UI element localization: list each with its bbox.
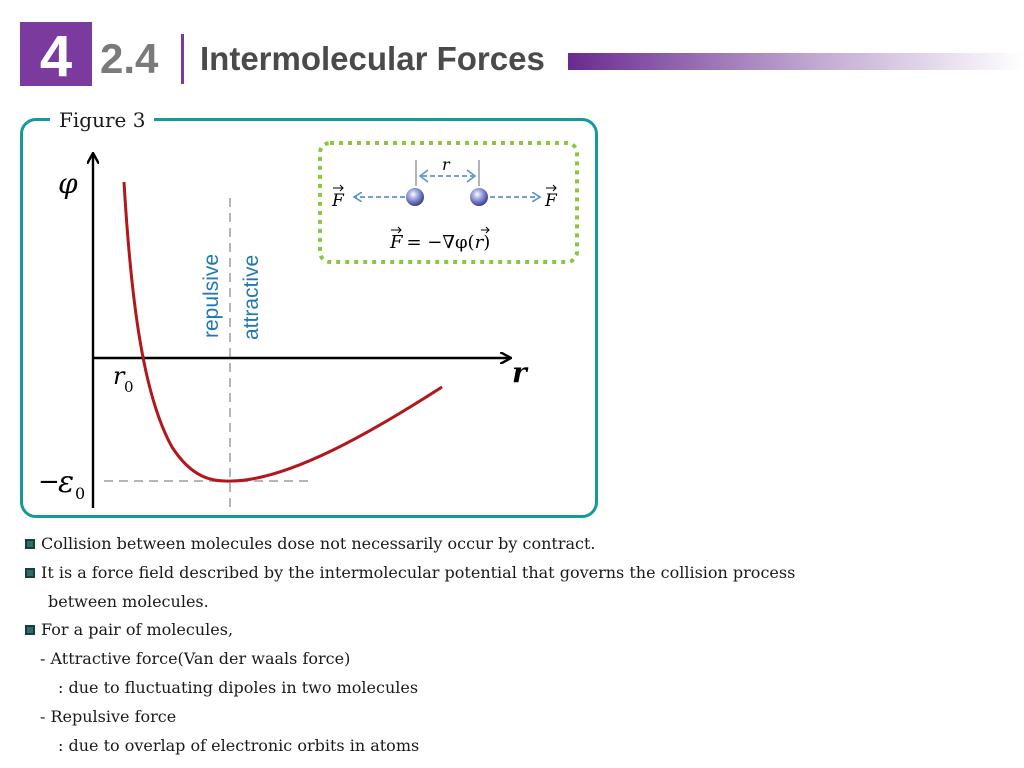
bullet-square-icon <box>25 539 35 549</box>
sub-item-detail: : due to fluctuating dipoles in two mole… <box>22 674 1002 703</box>
equation-vector-mark-r <box>481 226 490 234</box>
epsilon-subscript: 0 <box>75 484 85 503</box>
sub-item-detail-text: : due to fluctuating dipoles in two mole… <box>58 677 419 697</box>
epsilon-label: ε <box>58 465 74 500</box>
force-label-right: F <box>544 191 558 211</box>
figure-label: Figure 3 <box>50 107 155 133</box>
sub-item-detail: : due to overlap of electronic orbits in… <box>22 732 1002 761</box>
force-equation: F= −∇φ(r) <box>389 232 490 253</box>
bullet-continuation: between molecules. <box>22 588 1002 617</box>
molecule-right <box>470 188 488 206</box>
sub-item: - Attractive force(Van der waals force) <box>22 645 1002 674</box>
axis-x-label: r <box>512 356 529 389</box>
bullet-item: Collision between molecules dose not nec… <box>22 530 1002 559</box>
epsilon-minus: − <box>38 467 60 497</box>
sub-item-detail-text: : due to overlap of electronic orbits in… <box>58 735 420 755</box>
sub-item-text: - Attractive force(Van der waals force) <box>40 649 351 669</box>
inset-r-arrow-right <box>466 169 477 183</box>
force-label-left: F <box>331 191 345 211</box>
section-divider <box>181 34 184 84</box>
inset-r-label: r <box>442 155 451 174</box>
inset-frame <box>318 141 579 264</box>
bullet-text: between molecules. <box>48 591 209 611</box>
axis-y-label: φ <box>58 167 78 200</box>
force-vector-mark-right <box>546 184 557 192</box>
title-gradient-bar <box>568 53 1024 70</box>
force-vector-mark-left <box>333 184 344 192</box>
bullet-text: For a pair of molecules, <box>41 620 234 640</box>
potential-curve <box>122 181 443 483</box>
inset-r-arrow-left <box>418 169 429 183</box>
attractive-label: attractive <box>240 255 263 340</box>
equation-vector-mark-f <box>391 226 402 234</box>
bullet-list: Collision between molecules dose not nec… <box>22 530 1002 760</box>
bullet-item: For a pair of molecules, <box>22 616 1002 645</box>
equation-close: ) <box>483 232 490 253</box>
equation-lhs: F <box>389 232 404 253</box>
bullet-text: Collision between molecules dose not nec… <box>41 534 596 553</box>
repulsive-label: repulsive <box>200 254 223 338</box>
bullet-text: It is a force field described by the int… <box>41 562 796 582</box>
sub-item: - Repulsive force <box>22 703 1002 732</box>
sub-item-text: - Repulsive force <box>40 706 177 726</box>
bullet-square-icon <box>25 567 35 578</box>
section-number: 2.4 <box>100 35 159 82</box>
bullet-item: It is a force field described by the int… <box>22 559 1002 588</box>
molecule-left <box>406 188 424 206</box>
figure-frame <box>20 118 598 518</box>
equation-rhs: = −∇φ( <box>407 232 475 253</box>
chapter-number: 4 <box>39 24 73 89</box>
chapter-badge: 4 <box>20 22 92 89</box>
equation-arg: r <box>475 232 485 253</box>
page-title: Intermolecular Forces <box>200 40 545 77</box>
bullet-square-icon <box>25 625 35 636</box>
r0-subscript: 0 <box>124 378 134 396</box>
r0-label: r <box>113 362 126 390</box>
